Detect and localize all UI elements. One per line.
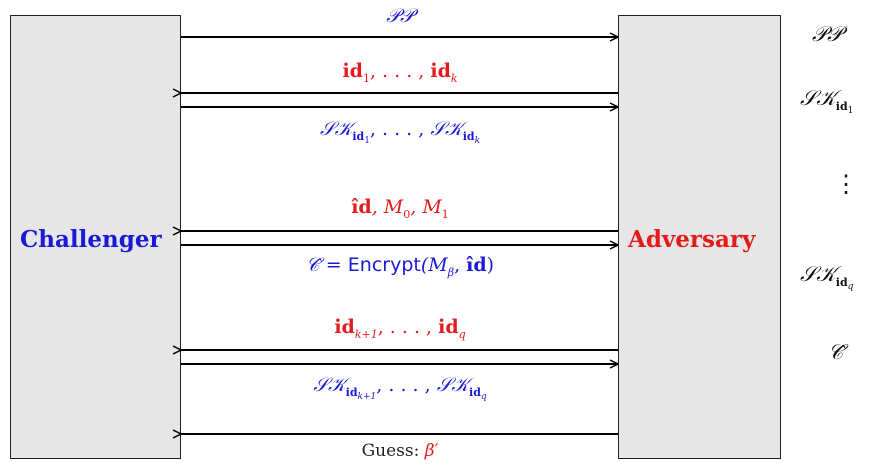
id-sub: 1 (362, 71, 370, 85)
sk-sub-index: 1 (364, 135, 370, 146)
side-ciphertext: 𝒞̂ (828, 340, 844, 364)
id-sub: k (450, 71, 458, 85)
id-symbol: id (342, 60, 363, 82)
side-sk-symbol: 𝒮𝒦 (800, 86, 836, 110)
challenger-label: Challenger (20, 226, 162, 253)
ciphertext-id: îd (466, 254, 487, 276)
ciphertext-args-open: (M (420, 254, 448, 276)
side-public-params: 𝒫𝒫 (812, 22, 843, 46)
sk-sub-index: k (474, 135, 481, 146)
id-sub: q (458, 327, 466, 341)
adversary-label: Adversary (628, 226, 756, 253)
side-dots: ⋮ (834, 170, 858, 198)
sk-sub-id: id (462, 129, 475, 143)
sk-sep: , . . . , (376, 374, 437, 396)
ciphertext-args-close: ) (486, 254, 495, 276)
id-sep: , . . . , (369, 60, 431, 82)
side-sk-last: 𝒮𝒦idq (800, 262, 853, 292)
guess-label: Guess: (361, 441, 420, 461)
msg-challenge: îd, M0, M1 (300, 196, 500, 221)
sk-sub-index: k+1 (357, 391, 377, 402)
guess-value: β′ (424, 441, 439, 461)
adversary-box (618, 15, 781, 459)
side-sk-sub-id: id (835, 100, 848, 114)
id-symbol: id (430, 60, 451, 82)
ciphertext-eq: = (319, 254, 348, 276)
ciphertext-symbol: 𝒞̂ (305, 254, 320, 276)
sk-sub-id: id (352, 129, 365, 143)
sk-sub-id: id (469, 385, 481, 399)
msg-id-queries-1: id1, . . . , idk (300, 60, 500, 85)
challenge-m0-sub: 0 (403, 207, 411, 221)
msg-sk-responses-2: 𝒮𝒦idk+1, . . . , 𝒮𝒦idq (280, 374, 520, 402)
encrypt-label: Encrypt (347, 254, 421, 276)
msg-id-queries-2: idk+1, . . . , idq (290, 316, 510, 341)
side-sk-symbol: 𝒮𝒦 (800, 262, 836, 286)
sk-symbol: 𝒮𝒦 (430, 118, 463, 140)
id-sub: k+1 (354, 327, 378, 341)
msg-ciphertext: 𝒞̂ = Encrypt(Mβ, îd) (305, 254, 495, 279)
challenge-id: îd (351, 196, 372, 218)
msg-sk-responses-1: 𝒮𝒦id1, . . . , 𝒮𝒦idk (290, 118, 510, 146)
challenge-m1-sub: 1 (441, 207, 449, 221)
ciphertext-beta: β (447, 265, 455, 279)
msg-public-params: 𝒫𝒫 (386, 5, 414, 27)
sk-symbol: 𝒮𝒦 (313, 374, 346, 396)
challenge-m: , M (371, 196, 404, 218)
challenge-m: , M (410, 196, 442, 218)
side-sk-first: 𝒮𝒦id1 (800, 86, 853, 116)
sk-symbol: 𝒮𝒦 (436, 374, 470, 396)
sk-sub-index: q (480, 391, 487, 402)
side-sk-sub-id: id (835, 276, 848, 290)
sk-sep: , . . . , (369, 118, 431, 140)
id-symbol: id (438, 316, 459, 338)
sk-sub-id: id (345, 385, 358, 399)
msg-guess: Guess: β′ (330, 441, 470, 461)
id-sep: , . . . , (377, 316, 439, 338)
challenger-box (10, 15, 181, 459)
id-symbol: id (334, 316, 355, 338)
side-sk-sub-index: q (847, 282, 854, 293)
side-sk-sub-index: 1 (847, 106, 854, 117)
sk-symbol: 𝒮𝒦 (319, 118, 353, 140)
